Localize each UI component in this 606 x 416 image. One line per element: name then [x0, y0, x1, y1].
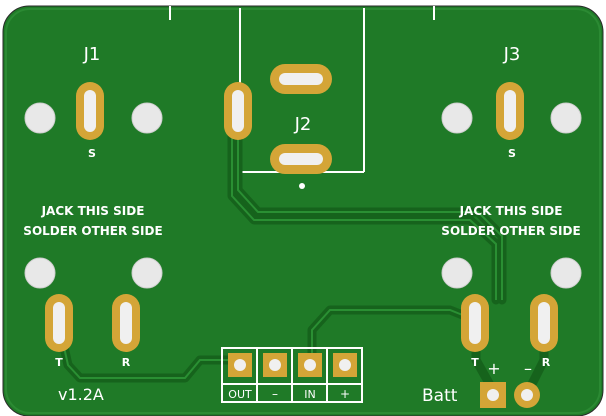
pad-j2-top [270, 64, 332, 94]
mounting-holes [24, 102, 582, 289]
j3-tip-label: T [471, 356, 479, 369]
j1-tip-label: T [55, 356, 63, 369]
pad-j3-tip [461, 294, 489, 352]
pad-j3-ring [530, 294, 558, 352]
header-4pin [221, 347, 363, 403]
j3-sleeve-label: S [508, 147, 516, 160]
pad-j1-tip [45, 294, 73, 352]
battery-pads [480, 382, 540, 408]
hole-j1-left [24, 102, 56, 134]
oval-pads [45, 82, 558, 352]
version-label: v1.2A [58, 385, 104, 404]
hole-lower-left-1 [24, 257, 56, 289]
top-edge-ticks [169, 6, 435, 20]
hole-lower-right-1 [441, 257, 473, 289]
right-note-line2: SOLDER OTHER SIDE [441, 224, 580, 238]
pad-j2-left [224, 82, 252, 140]
j3-ref: J3 [503, 44, 521, 65]
j2-ref: J2 [294, 114, 312, 135]
batt-label: Batt [422, 386, 458, 406]
batt-plus-label: + [487, 359, 500, 378]
left-note-line2: SOLDER OTHER SIDE [23, 224, 162, 238]
left-note-line1: JACK THIS SIDE [41, 204, 145, 218]
pad-j2-bottom [270, 144, 332, 174]
trace-highlights [57, 100, 503, 379]
j1-ref: J1 [83, 44, 101, 65]
header-pin-label-out: OUT [228, 388, 252, 401]
j2-pads [270, 64, 332, 189]
hole-j1-right [131, 102, 163, 134]
right-note-line1: JACK THIS SIDE [459, 204, 563, 218]
hole-j3-right [550, 102, 582, 134]
header-pin-label-in: IN [304, 388, 315, 401]
j3-ring-label: R [542, 356, 551, 369]
j1-sleeve-label: S [88, 147, 96, 160]
pad-j1-ring [112, 294, 140, 352]
header-pin-label-minus: – [272, 387, 278, 401]
hole-lower-right-2 [550, 257, 582, 289]
j1-ring-label: R [122, 356, 131, 369]
pad-j1-sleeve [76, 82, 104, 140]
hole-lower-left-2 [131, 257, 163, 289]
pad-j3-sleeve [496, 82, 524, 140]
batt-minus-label: – [524, 359, 532, 378]
header-pin-label-plus: + [340, 387, 350, 401]
hole-j3-left [441, 102, 473, 134]
j2-pin1-dot [299, 183, 305, 189]
board-inner-shade [5, 8, 601, 414]
